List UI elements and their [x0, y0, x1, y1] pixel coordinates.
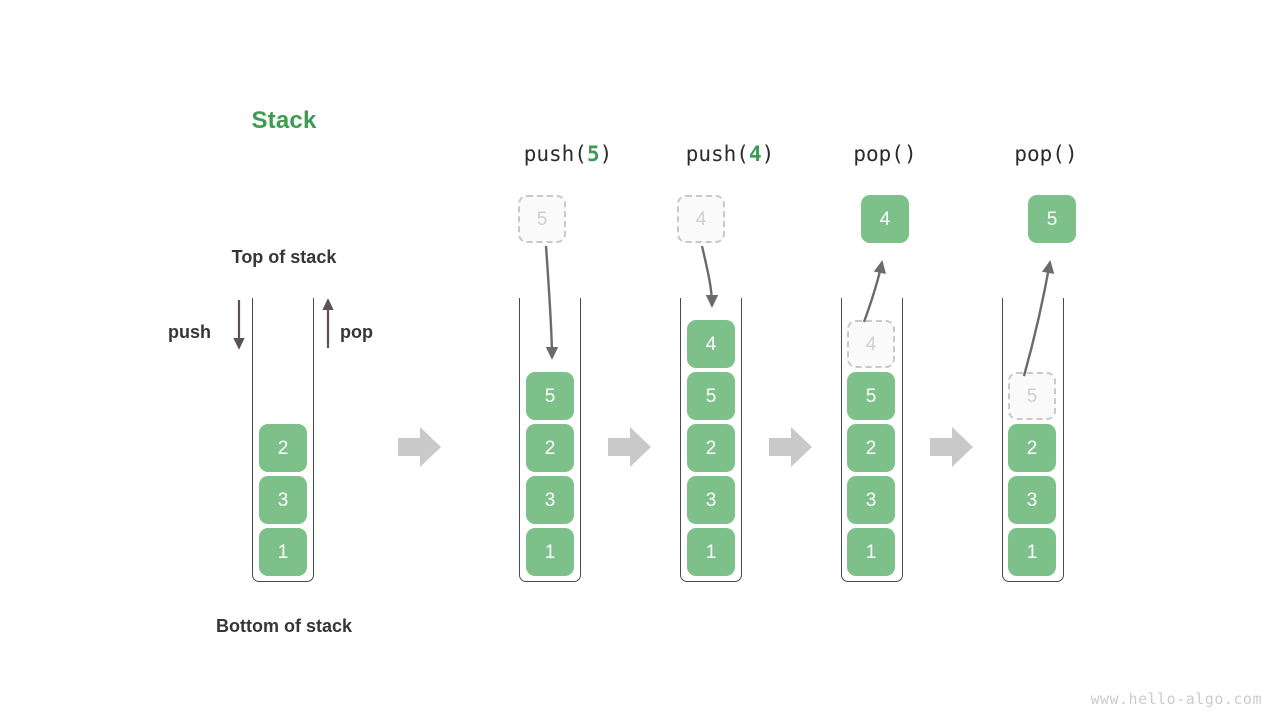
floating-element-pop-1: 4 [861, 195, 909, 243]
stack-cell: 5 [847, 372, 895, 420]
op-label-pop-1: pop() [805, 142, 965, 166]
stack-tube-push-5 [519, 298, 581, 582]
flow-arrow-2 [608, 427, 651, 467]
flow-arrow-3 [769, 427, 812, 467]
stack-cell: 5 [687, 372, 735, 420]
stack-cell: 5 [526, 372, 574, 420]
op-label-pop-2: pop() [966, 142, 1126, 166]
stack-tube-initial [252, 298, 314, 582]
stack-cell: 1 [259, 528, 307, 576]
op-label-text: pop( [853, 142, 904, 166]
watermark: www.hello-algo.com [1090, 690, 1262, 708]
op-label-arg: 5 [586, 142, 600, 166]
push-4-motion-arrow [700, 245, 719, 308]
op-label-suffix: ) [1064, 142, 1078, 166]
page-title: Stack [251, 107, 317, 134]
stack-cell: 1 [847, 528, 895, 576]
stack-cell: 3 [687, 476, 735, 524]
stack-cell: 3 [847, 476, 895, 524]
flow-arrow-1 [398, 427, 441, 467]
op-label-push-5: push(5) [488, 142, 648, 166]
op-label-arg: 4 [748, 142, 762, 166]
floating-element-pop-2: 5 [1028, 195, 1076, 243]
top-of-stack-label: Top of stack [231, 247, 337, 267]
op-label-suffix: ) [903, 142, 917, 166]
stack-tube-push-4 [680, 298, 742, 582]
floating-element-push-5: 5 [518, 195, 566, 243]
pop-label: pop [340, 322, 373, 342]
op-label-suffix: ) [599, 142, 613, 166]
op-label-text: push( [523, 142, 587, 166]
stack-cell: 1 [1008, 528, 1056, 576]
stack-cell-removed: 5 [1008, 372, 1056, 420]
stack-cell: 3 [526, 476, 574, 524]
stack-cell: 2 [526, 424, 574, 472]
stack-cell: 2 [847, 424, 895, 472]
stack-cell: 1 [526, 528, 574, 576]
push-label: push [168, 322, 211, 342]
op-label-suffix: ) [761, 142, 775, 166]
op-label-text: pop( [1014, 142, 1065, 166]
stack-cell: 1 [687, 528, 735, 576]
stack-cell: 4 [687, 320, 735, 368]
bottom-of-stack-label: Bottom of stack [215, 616, 352, 636]
stack-tube-pop-1 [841, 298, 903, 582]
stack-cell: 3 [259, 476, 307, 524]
op-label-push-4: push(4) [650, 142, 810, 166]
floating-element-push-4: 4 [677, 195, 725, 243]
stack-cell: 3 [1008, 476, 1056, 524]
flow-arrow-4 [930, 427, 973, 467]
stack-cell: 2 [259, 424, 307, 472]
stack-tube-pop-2 [1002, 298, 1064, 582]
stack-cell: 2 [1008, 424, 1056, 472]
stack-cell-removed: 4 [847, 320, 895, 368]
stack-cell: 2 [687, 424, 735, 472]
op-label-text: push( [685, 142, 749, 166]
